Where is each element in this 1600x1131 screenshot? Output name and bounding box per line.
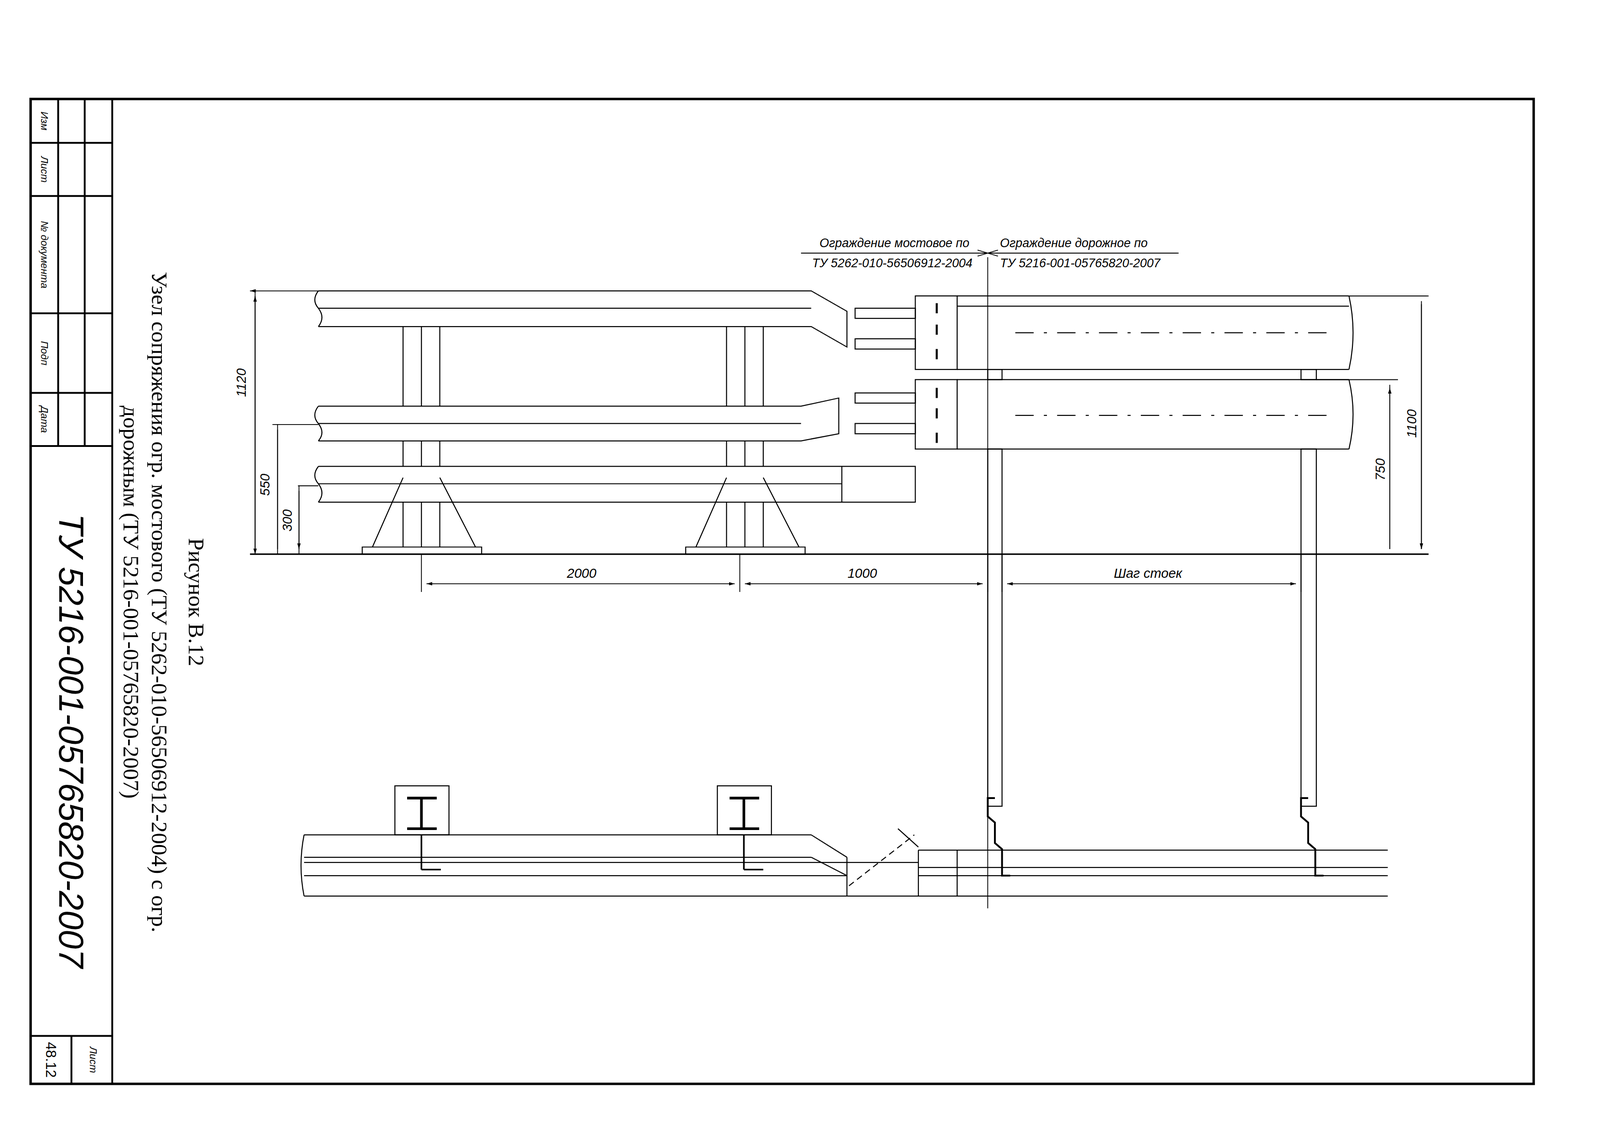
callout-label: Ограждение дорожное по — [999, 235, 1184, 251]
bridge-upper-rail — [314, 290, 847, 347]
i-beam-symbol — [407, 797, 760, 829]
dimension-label: 1100 — [1403, 398, 1420, 450]
title-block-label: Лист — [37, 142, 51, 196]
callout-label: ТУ 5262-010-56506912-2004 — [790, 256, 973, 271]
bridge-middle-rail — [314, 398, 839, 441]
title-block-label: Подп — [37, 313, 51, 394]
dimension-label: 550 — [257, 459, 274, 511]
bridge-post — [403, 326, 441, 547]
callout-leader — [801, 249, 1179, 256]
bridge-post — [726, 326, 764, 547]
dimension-line — [272, 424, 319, 555]
figure-caption: Узел сопряжения огр. мостового (ТУ 5262-… — [117, 224, 174, 980]
dimension-line — [297, 485, 319, 555]
dimension-label: 1000 — [811, 565, 914, 582]
plan-view — [300, 785, 1388, 896]
dimension-line — [745, 583, 983, 585]
post-base-plate — [362, 477, 805, 555]
title-block-grid — [30, 98, 113, 1084]
beam-centerline — [1015, 332, 1327, 416]
figure-title: Рисунок В.12 — [182, 224, 210, 980]
post-bracket — [421, 834, 764, 870]
dimension-arrow-line — [1389, 304, 1422, 549]
sheet-frame — [30, 98, 1534, 1084]
bridge-rail-plan — [300, 834, 847, 896]
frame-group — [30, 98, 1534, 1084]
callout-label: ТУ 5216-001-05765820-2007 — [999, 256, 1184, 271]
elevation-view — [249, 257, 1429, 909]
hidden-line — [849, 834, 915, 886]
dimension-line — [249, 290, 319, 555]
dimension-label: 1120 — [233, 352, 250, 414]
title-block-label: Лист — [86, 1035, 99, 1084]
sigma-post-section — [987, 797, 1324, 876]
bolt-holes — [935, 303, 938, 444]
dimension-label: Шаг стоек — [1097, 565, 1200, 582]
callout-label: Ограждение мостовое по — [790, 235, 970, 251]
title-block-label: Дата — [37, 393, 51, 446]
bridge-lower-rail — [314, 466, 916, 503]
sheet-number: 48.12 — [41, 1035, 60, 1084]
rail-connector — [854, 308, 916, 434]
dimension-line — [426, 583, 735, 585]
road-beam — [957, 295, 1353, 450]
transition-flange — [915, 295, 958, 450]
road-post — [987, 369, 1317, 807]
document-code: ТУ 5216-001-05765820-2007 — [50, 445, 92, 1036]
title-block-label: Изм — [37, 98, 51, 143]
dimension-line — [1316, 295, 1429, 549]
transition-plan — [811, 828, 919, 896]
dimension-label: 750 — [1372, 443, 1389, 495]
dimension-arrow-line — [254, 295, 299, 549]
title-block-label: № документа — [37, 196, 51, 314]
dimension-lines — [249, 249, 1429, 592]
dimension-label: 300 — [279, 494, 296, 546]
extension-line — [421, 554, 1301, 592]
dimension-line — [1007, 583, 1296, 585]
road-beam-plan — [918, 849, 1388, 896]
post-section-box — [394, 785, 772, 835]
dimension-label: 2000 — [530, 565, 633, 582]
